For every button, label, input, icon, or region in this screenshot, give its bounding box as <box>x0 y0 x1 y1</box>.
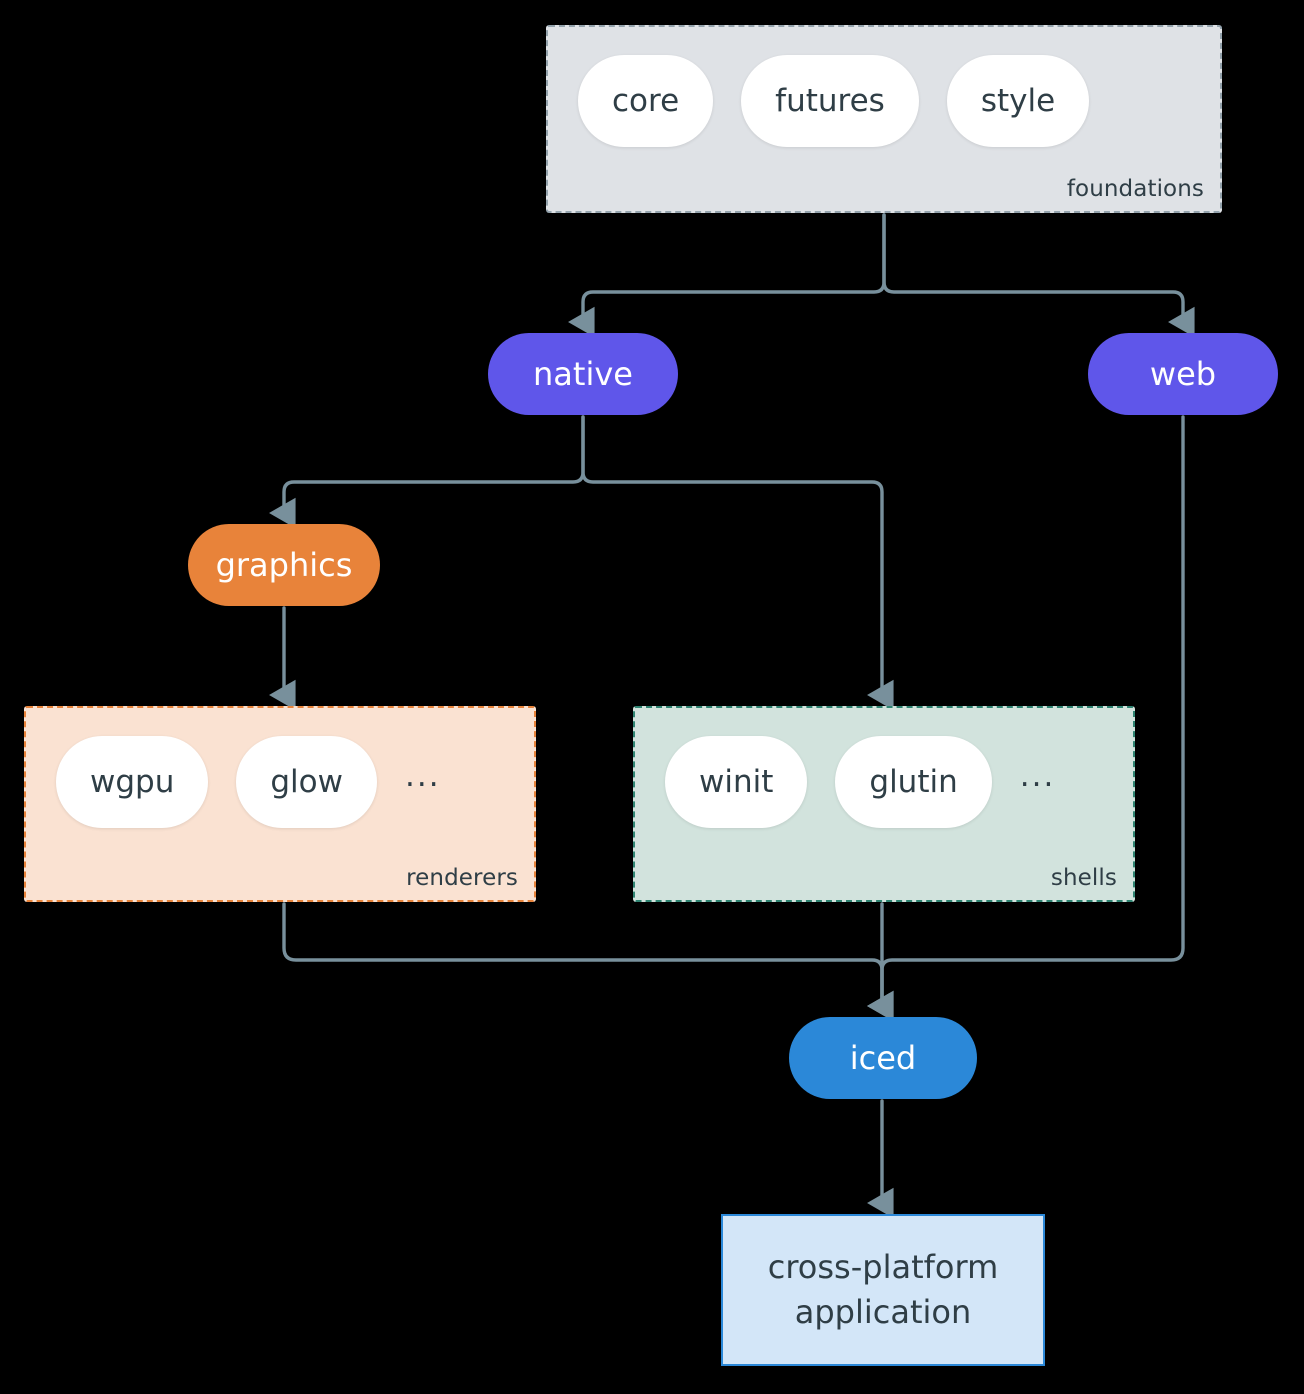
group-renderers: wgpu glow ... renderers <box>24 706 536 902</box>
group-shells: winit glutin ... shells <box>633 706 1135 902</box>
node-native[interactable]: native <box>488 333 678 415</box>
shells-more-ellipsis: ... <box>1019 757 1056 794</box>
application-label-line1: cross-platform <box>767 1247 999 1286</box>
group-label-shells: shells <box>1050 865 1117 891</box>
chip-core[interactable]: core <box>578 55 714 147</box>
shells-items: winit glutin ... <box>665 736 1055 828</box>
chip-wgpu[interactable]: wgpu <box>56 736 209 828</box>
edge-foundations-to-web <box>882 213 1195 338</box>
edge-foundations-to-native <box>568 213 886 338</box>
group-label-foundations: foundations <box>1066 176 1204 202</box>
chip-futures[interactable]: futures <box>741 55 919 147</box>
edge-native-to-graphics <box>269 415 585 529</box>
edge-renderers-to-iced <box>282 902 894 1022</box>
foundations-items: core futures style <box>578 55 1090 147</box>
group-foundations: core futures style foundations <box>546 25 1222 213</box>
chip-glutin[interactable]: glutin <box>835 736 992 828</box>
node-web[interactable]: web <box>1088 333 1278 415</box>
application-label-line2: application <box>794 1293 972 1331</box>
renderers-more-ellipsis: ... <box>404 757 441 794</box>
node-graphics[interactable]: graphics <box>188 524 380 606</box>
chip-glow[interactable]: glow <box>236 736 377 828</box>
node-cross-platform-application[interactable]: cross-platform application <box>721 1214 1045 1366</box>
edge-native-to-shells <box>581 415 894 711</box>
group-label-renderers: renderers <box>406 865 518 891</box>
chip-style[interactable]: style <box>946 55 1090 147</box>
chip-winit[interactable]: winit <box>665 736 808 828</box>
renderers-items: wgpu glow ... <box>56 736 441 828</box>
node-iced[interactable]: iced <box>789 1017 977 1099</box>
